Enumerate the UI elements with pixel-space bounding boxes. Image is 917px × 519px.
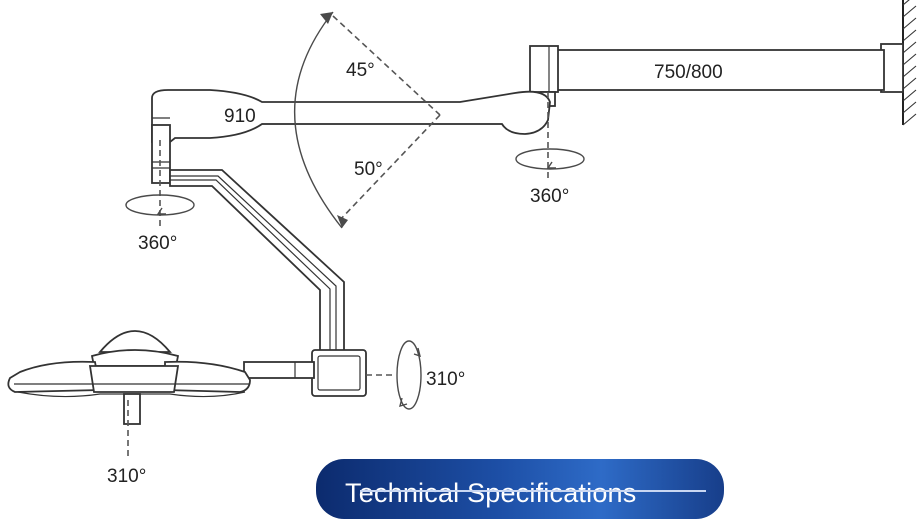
yoke-box <box>243 349 367 397</box>
rotation-wall-ellipse <box>515 148 585 170</box>
axis-lines <box>127 15 549 460</box>
inner-arm-length-label: 910 <box>224 106 256 127</box>
spring-arm <box>169 169 345 353</box>
rotation-head-ellipse <box>396 340 422 410</box>
wall-mount <box>880 0 917 126</box>
rotation-head-side-label: 310° <box>426 369 465 390</box>
outer-arm-length-label: 750/800 <box>654 62 723 83</box>
rotation-joint-ellipse <box>125 194 195 216</box>
rotation-wall-label: 360° <box>530 186 569 207</box>
rotation-joint-label: 360° <box>138 233 177 254</box>
rotation-head-bottom-label: 310° <box>107 466 146 487</box>
technical-specifications-title: Technical Specifications <box>345 478 637 508</box>
surgical-light-diagram: 750/800 910 45° 50° 360° 360° 310° 310° … <box>7 0 917 519</box>
inner-arm <box>151 89 551 143</box>
tilt-down-label: 50° <box>354 159 383 180</box>
light-head <box>7 330 251 425</box>
tilt-up-label: 45° <box>346 60 375 81</box>
banner-underline <box>360 490 706 492</box>
arm-drawing: 750/800 910 45° 50° 360° 360° 310° 310° <box>7 0 917 487</box>
outer-arm <box>529 45 885 107</box>
joint-post <box>151 124 171 184</box>
tilt-arc <box>294 11 348 229</box>
